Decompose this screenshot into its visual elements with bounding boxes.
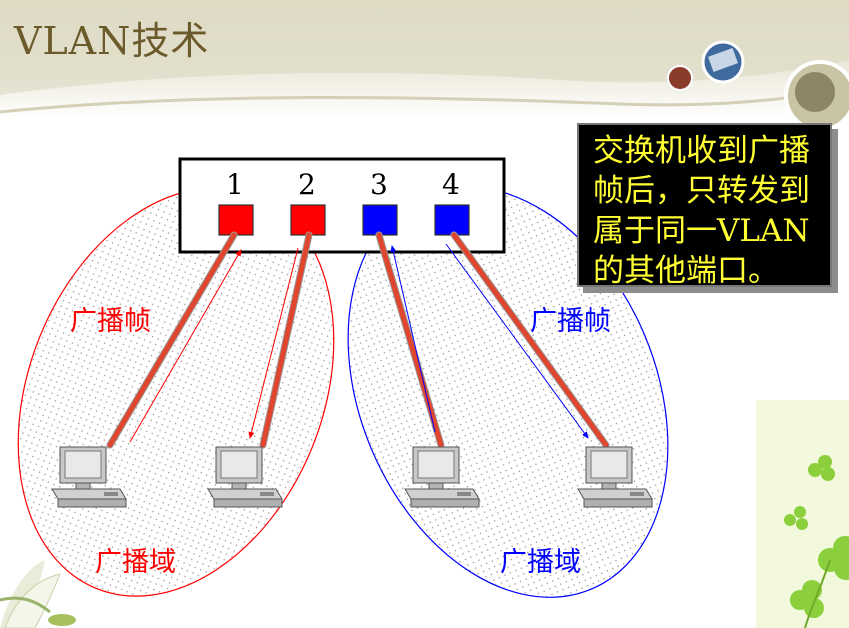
left-broadcast-frame-label: 广播帧 — [70, 306, 151, 337]
decor-circle-small — [667, 65, 693, 91]
right-broadcast-domain-label: 广播域 — [500, 547, 581, 578]
broadcast-arrow-in-right — [390, 245, 436, 433]
callout-line-3: 属于同一VLAN — [593, 213, 810, 249]
broadcast-arrow-out-right — [445, 243, 589, 439]
port-2 — [290, 204, 326, 236]
decor-circle-medium — [701, 40, 745, 84]
decor-clover-bottom-right — [756, 400, 849, 628]
port-1 — [218, 204, 254, 236]
broadcast-arrow-in-left — [129, 249, 242, 443]
callout-line-1: 交换机收到广播 — [593, 133, 810, 169]
port-3 — [362, 204, 398, 236]
right-broadcast-frame-label: 广播帧 — [530, 306, 611, 337]
port-1-number: 1 — [226, 168, 244, 201]
left-broadcast-domain-label: 广播域 — [95, 547, 176, 578]
port-4-number: 4 — [442, 168, 460, 201]
cable-links — [106, 231, 610, 449]
decor-circle-large — [784, 60, 849, 132]
port-2-number: 2 — [298, 168, 316, 201]
port-4 — [434, 204, 470, 236]
header-decoration — [0, 0, 849, 132]
port-3-number: 3 — [370, 168, 388, 201]
callout-line-2: 帧后，只转发到 — [593, 173, 810, 209]
broadcast-arrow-out-left — [248, 247, 299, 439]
callout-line-4: 的其他端口。 — [593, 253, 779, 289]
callout-box: 交换机收到广播 帧后，只转发到 属于同一VLAN 的其他端口。 — [577, 123, 832, 289]
decor-lily-bottom-left — [0, 560, 76, 628]
slide-title: VLAN技术 — [14, 19, 210, 63]
